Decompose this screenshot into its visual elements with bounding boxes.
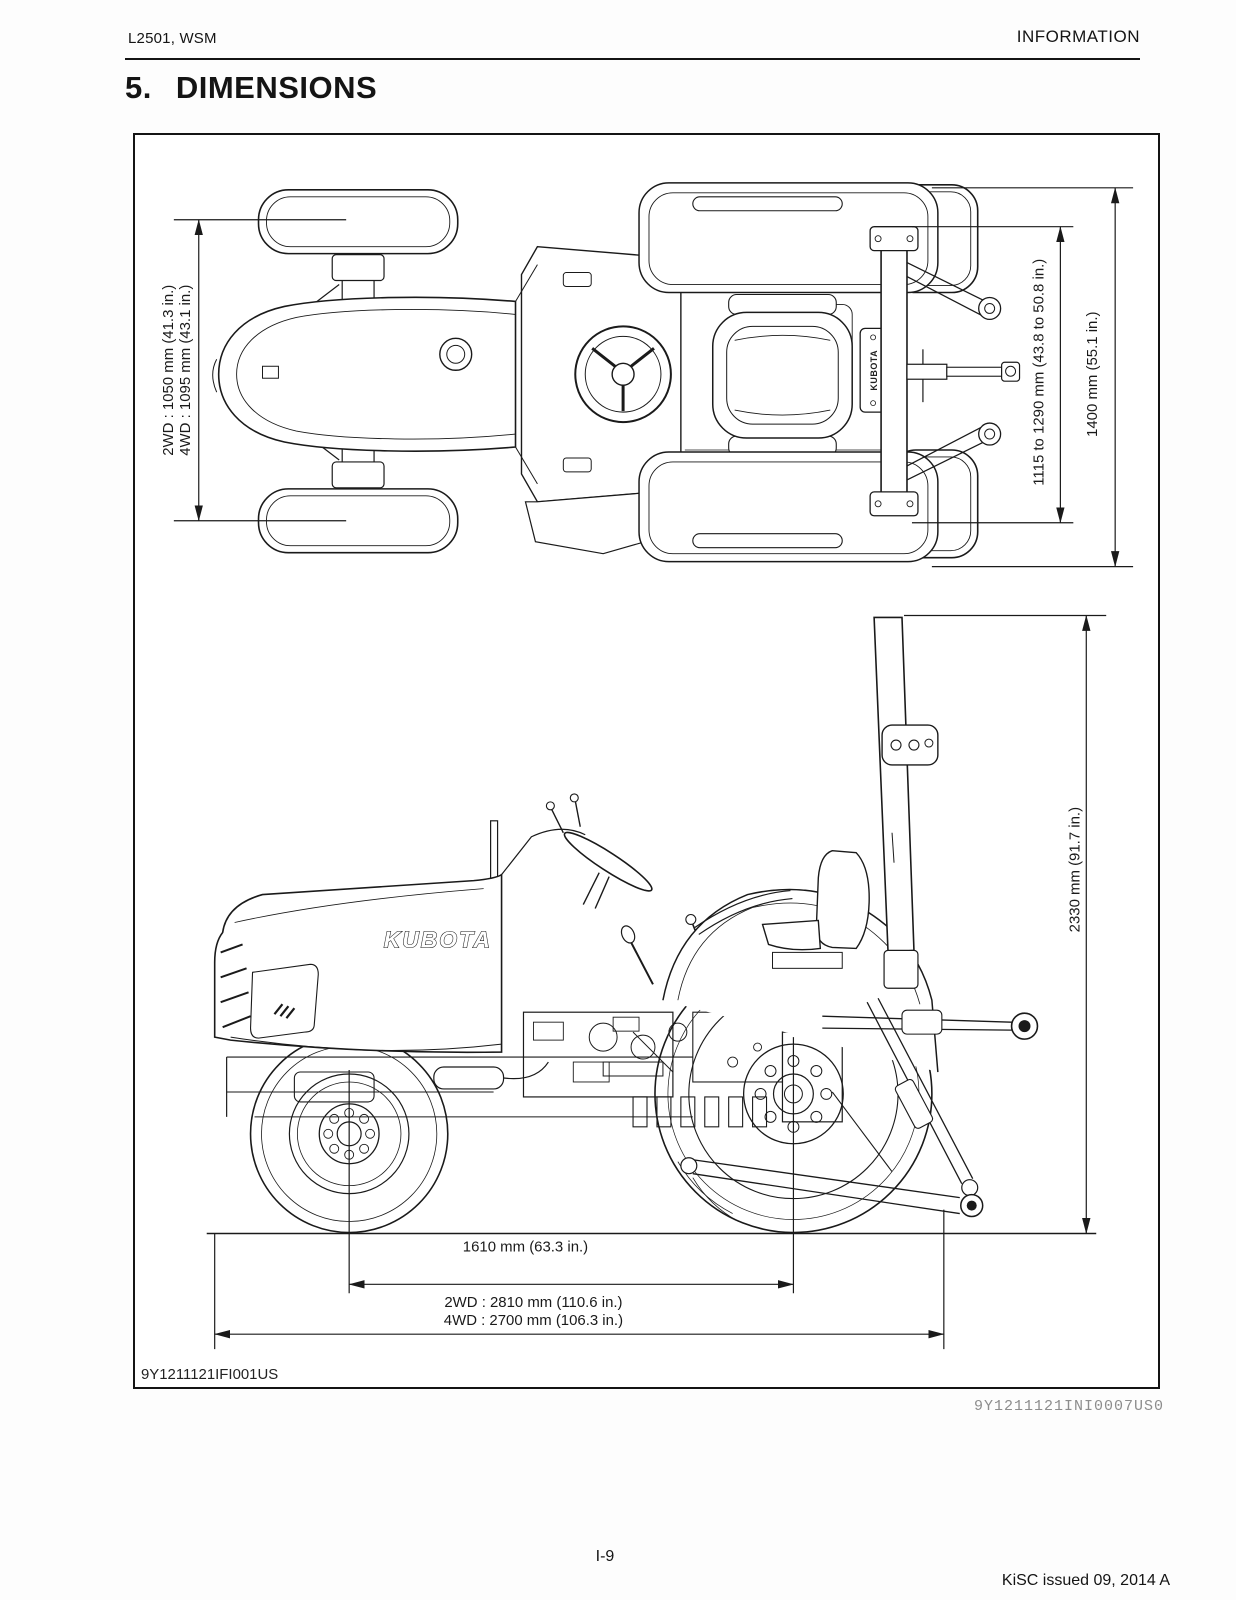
dim-overall-length-4wd: 4WD : 2700 mm (106.3 in.) (444, 1312, 623, 1329)
figure-reference-code: 9Y1211121INI0007US0 (973, 1398, 1164, 1415)
lift-arms-top-view (906, 262, 1002, 481)
dim-overall-length-2wd: 2WD : 2810 mm (110.6 in.) (444, 1294, 622, 1311)
header-model: L2501, WSM (128, 30, 217, 47)
title-number: 5. (125, 70, 152, 105)
dimensions-figure-box: KUBOTA (133, 133, 1160, 1389)
figure-code: 9Y1211121IFI001US (141, 1366, 278, 1383)
page-number: I-9 (595, 1548, 615, 1565)
rops-side-view (873, 616, 939, 989)
dim-front-tread-2wd: 2WD : 1050 mm (41.3 in.) (160, 285, 177, 456)
rops-top-view (869, 226, 919, 517)
dim-overall-height: 2330 mm (91.7 in.) (1066, 807, 1083, 932)
seat-plate-top-view: KUBOTA (859, 327, 887, 413)
top-view-drawing: KUBOTA (212, 182, 1021, 563)
hood-side-view: KUBOTA (213, 873, 503, 1054)
hood-logo: KUBOTA (384, 926, 492, 952)
header-section: INFORMATION (1016, 27, 1140, 46)
seat-top-view (711, 293, 853, 457)
front-wheels-top-view (257, 189, 459, 554)
title-text: DIMENSIONS (175, 70, 378, 105)
hood-top-view (212, 296, 517, 452)
dim-overall-width: 1400 mm (55.1 in.) (1084, 312, 1101, 437)
side-view-dimensions: 2330 mm (91.7 in.) 1610 mm (63.3 in.) 2W… (214, 614, 1107, 1350)
three-point-hitch-side-view (680, 997, 1039, 1218)
dim-front-tread-4wd: 4WD : 1095 mm (43.1 in.) (177, 285, 194, 456)
issue-note: KiSC issued 09, 2014 A (1001, 1572, 1170, 1589)
rear-fenders-top-view (638, 182, 939, 563)
dimensions-figure: KUBOTA (141, 182, 1134, 1383)
steering-wheel-top-view (574, 325, 672, 424)
dim-wheelbase: 1610 mm (63.3 in.) (463, 1238, 588, 1255)
side-view-drawing: KUBOTA (206, 616, 1097, 1235)
seat-plate-logo: KUBOTA (869, 350, 879, 391)
chassis-side-view (226, 820, 843, 1128)
dim-rear-tread: 1115 to 1290 mm (43.8 to 50.8 in.) (1030, 259, 1047, 486)
top-view-dimensions: 2WD : 1050 mm (41.3 in.) 4WD : 1095 mm (… (160, 187, 1134, 568)
pto-shaft-top-view (906, 349, 1021, 403)
seat-side-view (761, 850, 870, 969)
page-title: 5. DIMENSIONS (125, 70, 377, 106)
header-rule (125, 58, 1140, 60)
